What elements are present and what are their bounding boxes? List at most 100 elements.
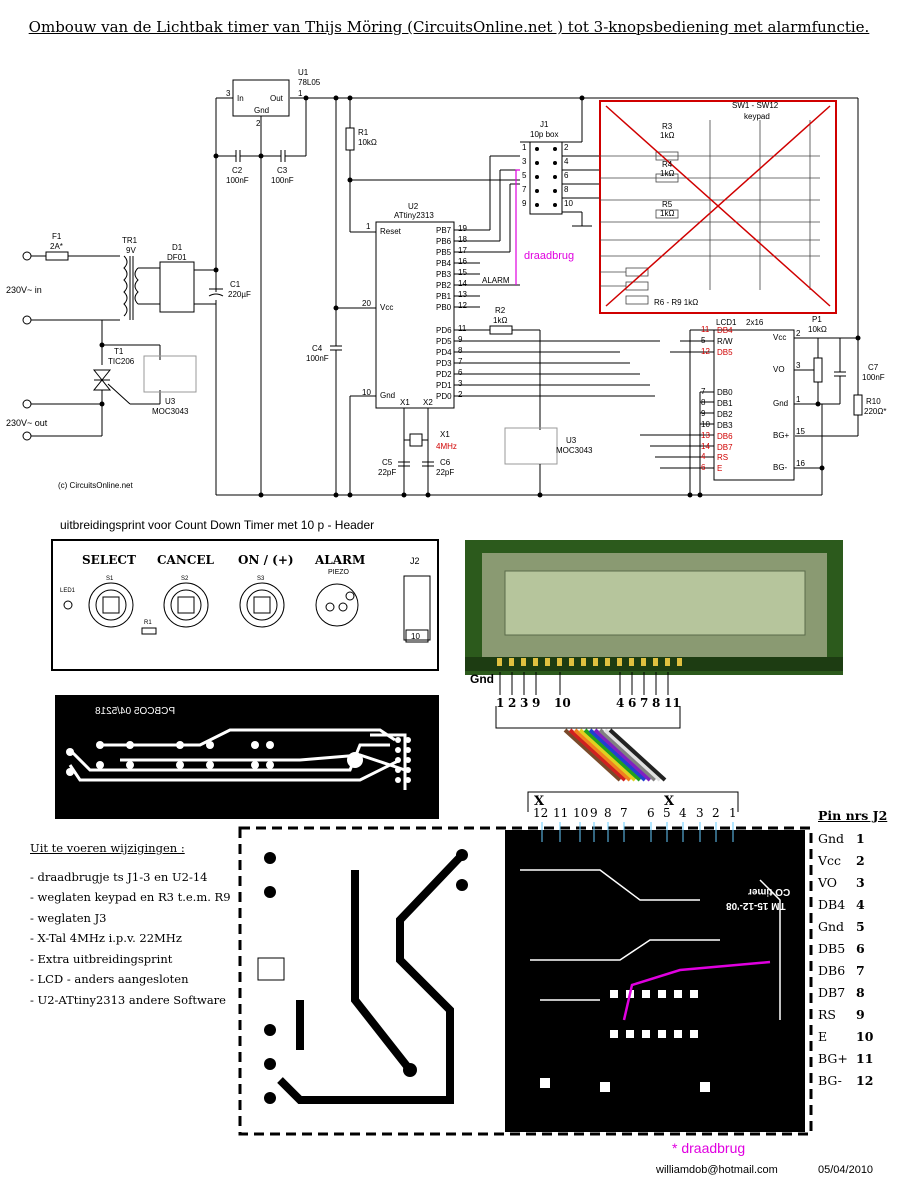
pin-table-row: BG- 12 bbox=[818, 1073, 887, 1095]
lcd-photo-pin: 6 bbox=[628, 696, 637, 710]
x1-val: 4MHz bbox=[436, 442, 457, 451]
connector-x-right: X bbox=[664, 794, 675, 809]
u1-in-label: In bbox=[237, 94, 244, 103]
lcd-right-pin-name: BG+ bbox=[773, 431, 790, 440]
u2-pin-number: 14 bbox=[458, 279, 467, 288]
note-item: - X-Tal 4MHz i.p.v. 22MHz bbox=[30, 931, 182, 945]
u1-pin1: 1 bbox=[298, 89, 303, 98]
u3b-ref: U3 bbox=[566, 436, 577, 445]
lcd-photo-pin: 3 bbox=[520, 696, 529, 710]
r6-r9-label: R6 - R9 1kΩ bbox=[654, 298, 699, 307]
d1-val: DF01 bbox=[167, 253, 187, 262]
pcb-label-1: CO timer bbox=[748, 886, 791, 897]
lcd-pin-name: DB1 bbox=[717, 399, 733, 408]
lcd-photo-pin: 11 bbox=[664, 696, 681, 710]
r1-ref: R1 bbox=[358, 128, 369, 137]
u2-pin-name: PD5 bbox=[436, 337, 452, 346]
lcd-pin-name: RS bbox=[717, 453, 729, 462]
modification-notes: Uit te voeren wijzigingen : - draadbrugj… bbox=[30, 838, 231, 1010]
lcd-ref: LCD1 bbox=[716, 318, 737, 327]
led1-label: LED1 bbox=[60, 588, 76, 594]
pin-table-number: 4 bbox=[856, 897, 865, 912]
u2-pin-name: PD3 bbox=[436, 359, 452, 368]
tr1-ref: TR1 bbox=[122, 236, 138, 245]
t1-ref: T1 bbox=[114, 347, 124, 356]
u2-pin-name: PB2 bbox=[436, 281, 452, 290]
u2-pin-number: 9 bbox=[458, 335, 463, 344]
pin-table-number: 6 bbox=[856, 941, 865, 956]
r2-val: 1kΩ bbox=[493, 316, 508, 325]
u2-pin-number: 13 bbox=[458, 290, 467, 299]
u2-pin-name: PD1 bbox=[436, 381, 452, 390]
connector-pin-number: 8 bbox=[604, 806, 612, 820]
j1-pin-number: 6 bbox=[564, 171, 569, 180]
lcd-pin-number: 5 bbox=[701, 336, 706, 345]
u1-pin2: 2 bbox=[256, 119, 261, 128]
lcd-photo-pin: 1 bbox=[496, 696, 505, 710]
c3-val: 100nF bbox=[271, 176, 294, 185]
pin-table-heading: Pin nrs J2 bbox=[818, 808, 888, 823]
connector-pin-number: 3 bbox=[696, 806, 704, 820]
note-item: - U2-ATtiny2313 andere Software bbox=[30, 992, 226, 1007]
c3-ref: C3 bbox=[277, 166, 288, 175]
pin-table-name: RS bbox=[818, 1007, 836, 1022]
lcd-photo-pin: 7 bbox=[640, 696, 649, 710]
pin-table-name: DB4 bbox=[818, 897, 846, 912]
r10-ref: R10 bbox=[866, 397, 881, 406]
alarm-panel-label: ALARM bbox=[315, 553, 366, 567]
j1-ref: J1 bbox=[540, 120, 549, 129]
connector-pin-number: 2 bbox=[712, 806, 720, 820]
u2-val: ATtiny2313 bbox=[394, 211, 434, 220]
j2-pin-10-label: 10 bbox=[411, 632, 420, 641]
u2-pin-number: 15 bbox=[458, 268, 467, 277]
f1-val: 2A* bbox=[50, 242, 63, 251]
lcd-right-pin-number: 1 bbox=[796, 395, 801, 404]
connector-x-left: X bbox=[534, 794, 545, 809]
connector-pin-number: 11 bbox=[553, 806, 569, 820]
pin-table-name: Gnd bbox=[818, 919, 845, 934]
lcd-pin-name: DB6 bbox=[717, 432, 733, 441]
c6-val: 22pF bbox=[436, 468, 455, 477]
pin-table-number: 9 bbox=[856, 1007, 865, 1022]
j1-val: 10p box bbox=[530, 130, 559, 139]
c4-val: 100nF bbox=[306, 354, 329, 363]
j2-label: J2 bbox=[410, 556, 420, 566]
u2-pin-number: 18 bbox=[458, 235, 467, 244]
pin-table-number: 7 bbox=[856, 963, 865, 978]
pin-table-number: 10 bbox=[856, 1029, 874, 1044]
lcd-pin-number: 8 bbox=[701, 398, 706, 407]
draadbrug-label: draadbrug bbox=[524, 250, 575, 262]
r2-ref: R2 bbox=[495, 306, 506, 315]
t1-val: TIC206 bbox=[108, 357, 135, 366]
r5-ref: R5 bbox=[662, 200, 673, 209]
c2-ref: C2 bbox=[232, 166, 243, 175]
u2-gnd-label: Gnd bbox=[380, 391, 396, 400]
lcd-pin-number: 10 bbox=[701, 420, 710, 429]
u2-pin-name: PB3 bbox=[436, 270, 452, 279]
u2-pin-number: 8 bbox=[458, 346, 463, 355]
tr1-val: 9V bbox=[126, 246, 136, 255]
pin-table-number: 2 bbox=[856, 853, 865, 868]
pin-table-number: 12 bbox=[856, 1073, 874, 1088]
r4-val: 1kΩ bbox=[660, 169, 675, 178]
lcd-pin-number: 14 bbox=[701, 442, 710, 451]
lcd-right-pin-name: BG- bbox=[773, 463, 788, 472]
lcd-right-pin-number: 16 bbox=[796, 459, 805, 468]
note-item: - weglaten J3 bbox=[30, 910, 107, 925]
connector-pin-number: 4 bbox=[679, 806, 687, 820]
u2-pin-name: PB4 bbox=[436, 259, 452, 268]
lcd-right-pin-number: 2 bbox=[796, 329, 801, 338]
lcd-pin-name: DB5 bbox=[717, 348, 733, 357]
note-item: - Extra uitbreidingsprint bbox=[30, 951, 173, 966]
lcd-pin-number: 6 bbox=[701, 463, 706, 472]
pin-table-name: BG- bbox=[818, 1073, 842, 1088]
lcd-pin-number: 12 bbox=[701, 347, 710, 356]
u1-part: 78L05 bbox=[298, 78, 321, 87]
u2-pin-name: PD2 bbox=[436, 370, 452, 379]
x1-ref: X1 bbox=[440, 430, 450, 439]
lcd-pin-name: DB7 bbox=[717, 443, 733, 452]
